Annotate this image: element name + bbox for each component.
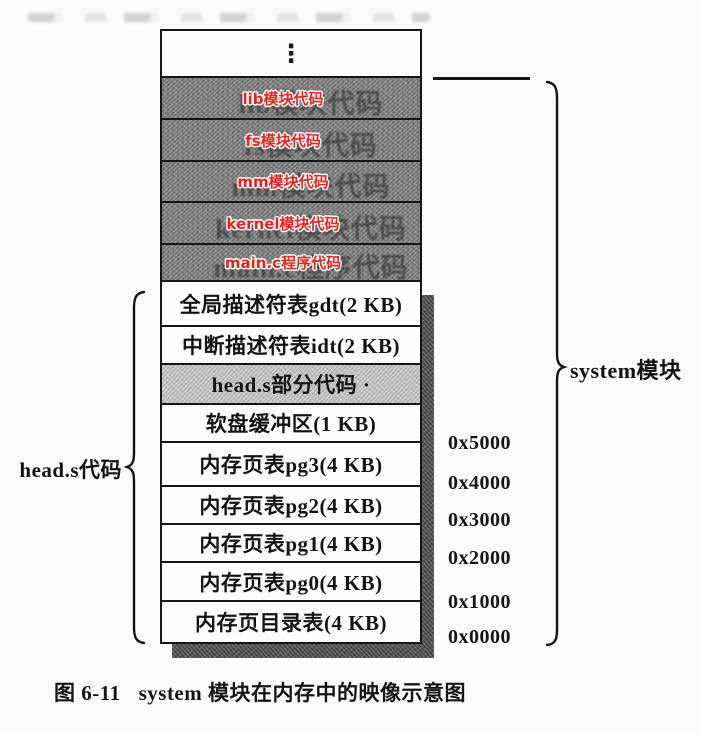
heads-brace: [123, 290, 146, 645]
ghost-scan-text: kernel模块代码: [215, 213, 407, 244]
address-label: 0x5000: [448, 432, 511, 454]
heads-brace-label: head.s代码: [19, 458, 122, 482]
ghost-scan-text: mm模块代码: [231, 172, 391, 202]
system-brace-label: system模块: [570, 358, 682, 383]
stack-drop-shadow-right: [422, 295, 434, 657]
address-label: 0x0000: [448, 626, 511, 648]
memory-region-7: 中断描述符表idt(2 KB): [162, 327, 420, 365]
address-label: 0x3000: [448, 509, 511, 531]
ghost-scan-text: fs模块代码: [244, 130, 378, 161]
red-annotation: mm模块代码: [237, 173, 329, 191]
scan-artifact: [28, 13, 430, 22]
memory-region-12: 内存页表pg1(4 KB): [162, 525, 420, 563]
ellipsis-region: ⋮: [162, 31, 420, 78]
red-annotation: main.c程序代码: [224, 254, 342, 272]
red-annotation: fs模块代码: [245, 131, 321, 150]
memory-region-14: 内存页目录表(4 KB): [162, 602, 420, 642]
memory-region-10: 内存页表pg3(4 KB): [162, 443, 420, 487]
stack-drop-shadow-bottom: [172, 644, 434, 658]
figure-caption-title: system 模块在内存中的映像示意图: [138, 681, 466, 705]
memory-region-11: 内存页表pg2(4 KB): [162, 487, 420, 525]
memory-region-13: 内存页表pg0(4 KB): [162, 563, 420, 602]
ghost-scan-text: lib模块代码: [238, 88, 384, 119]
red-annotation: kernel模块代码: [226, 214, 340, 233]
address-label: 0x2000: [448, 547, 511, 569]
red-annotation: lib模块代码: [242, 89, 324, 108]
figure-caption-number: 图 6-11: [54, 681, 121, 705]
system-brace: [545, 80, 568, 647]
ghost-scan-text: main.c程序代码: [213, 253, 409, 282]
address-label: 0x4000: [448, 472, 511, 494]
address-label: 0x1000: [448, 591, 511, 613]
memory-region-6: 全局描述符表gdt(2 KB): [162, 282, 420, 327]
figure-caption: 图 6-11 system 模块在内存中的映像示意图: [50, 677, 470, 707]
memory-region-9: 软盘缓冲区(1 KB): [162, 405, 420, 443]
memory-region-8: head.s部分代码 ·: [162, 365, 420, 405]
